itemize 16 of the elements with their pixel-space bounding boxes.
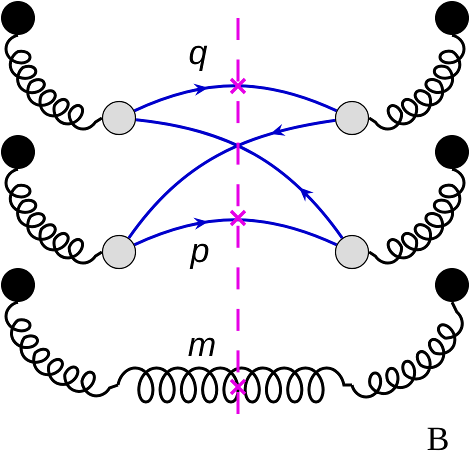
end-dot — [1, 1, 35, 35]
edge-label: q — [190, 46, 208, 72]
arrow-line — [134, 218, 338, 246]
end-dot — [1, 268, 35, 302]
arrow-line — [134, 84, 338, 112]
vertex-circle — [102, 234, 136, 270]
vertex-circle — [334, 234, 370, 270]
end-dot — [435, 1, 469, 35]
edge-label: m — [188, 338, 215, 356]
vertex-circle — [102, 100, 136, 136]
panel-label: B — [428, 428, 448, 450]
edge-label: p — [190, 244, 208, 270]
end-dot — [435, 268, 469, 302]
end-dot — [1, 134, 35, 169]
vertex-circle — [334, 100, 370, 136]
end-dot — [435, 134, 469, 169]
